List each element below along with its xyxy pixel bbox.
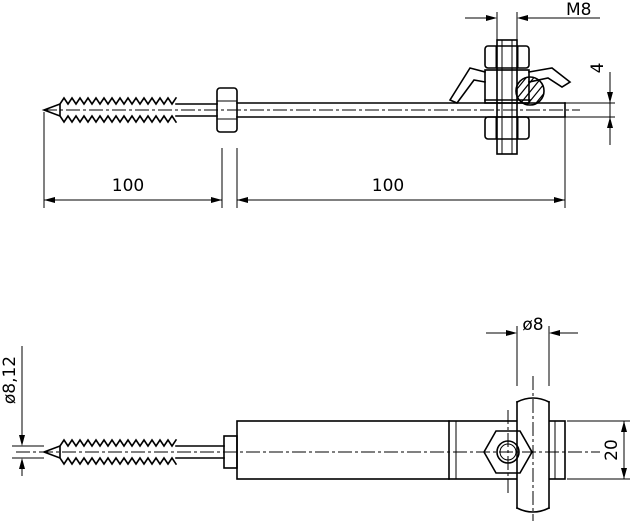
dim-screw-diameter: ø8,12 xyxy=(0,346,44,476)
screw-thread xyxy=(41,96,218,124)
dim-bar-diameter-label: ø8 xyxy=(522,315,543,335)
dim-length-right-label: 100 xyxy=(372,176,404,196)
dim-clamp-width: 20 xyxy=(567,420,630,480)
plan-view: ø8 ø8,12 20 xyxy=(0,315,630,521)
dim-bar-diameter: ø8 xyxy=(486,315,578,386)
dim-m8-label: M8 xyxy=(566,0,591,20)
clamp-body xyxy=(236,420,566,480)
dim-clamp-width-label: 20 xyxy=(602,439,622,461)
clamp-assembly xyxy=(448,39,572,155)
dim-m8: M8 xyxy=(465,0,600,40)
dim-offset-label: 4 xyxy=(588,63,608,74)
side-view: M8 4 100 100 xyxy=(41,0,615,208)
dim-screw-diameter-label: ø8,12 xyxy=(0,356,20,404)
screw-thread-plan xyxy=(41,435,238,469)
dim-offset: 4 xyxy=(565,63,615,145)
dim-lengths: 100 100 xyxy=(43,112,566,208)
dim-length-left-label: 100 xyxy=(112,176,144,196)
